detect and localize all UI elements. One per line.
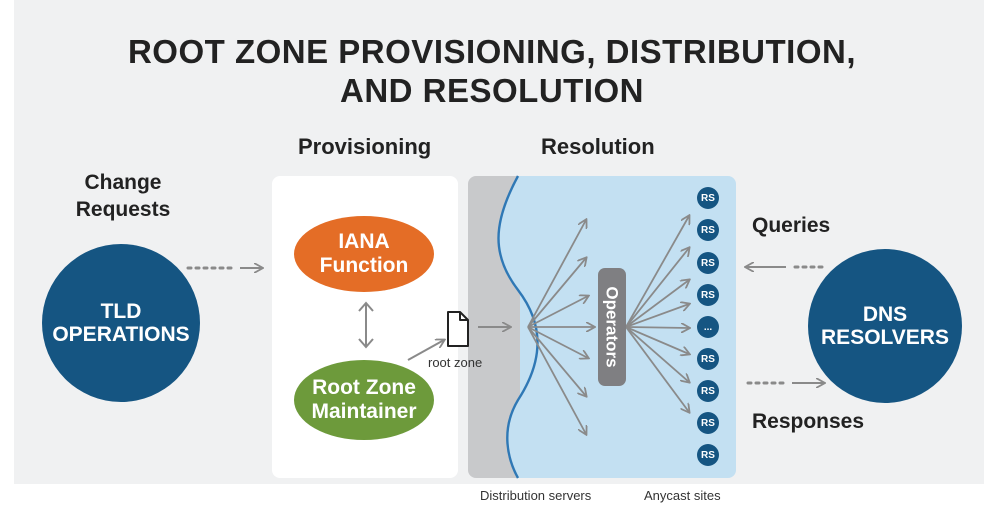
title-line-2: AND RESOLUTION: [340, 72, 644, 109]
fanout-arrow: [527, 220, 586, 328]
root-server-badge: RS: [697, 348, 719, 370]
responses-label: Responses: [752, 410, 865, 433]
fanout-arrow: [527, 326, 586, 434]
fanout-arrow: [527, 296, 588, 328]
section-heading-provisioning: Provisioning: [298, 134, 432, 159]
rs-arrow: [625, 248, 689, 328]
root-zone-maintainer-ellipse: Root Zone Maintainer: [294, 360, 434, 440]
root-zone-maintainer-line-1: Root Zone: [312, 375, 416, 399]
rs-arrow: [625, 327, 689, 328]
operator-to-rs-arrows: [625, 216, 689, 412]
root-zone-label: root zone: [428, 355, 483, 370]
fanout-arrows: [527, 220, 594, 434]
rzm-to-root-zone-arrow: [407, 340, 444, 361]
distribution-servers-label: Distribution servers: [480, 488, 592, 503]
rs-arrow: [625, 326, 689, 382]
dns-resolvers-circle: DNS RESOLVERS: [808, 249, 962, 403]
iana-function-ellipse: IANA Function: [294, 216, 434, 292]
tld-operations-line-1: TLD: [100, 299, 142, 323]
dns-resolvers-line-1: DNS: [862, 302, 908, 326]
change-requests-label-line-1: Change: [84, 171, 162, 194]
fanout-arrow: [527, 326, 586, 396]
root-server-badge: RS: [697, 380, 719, 402]
title-line-1: ROOT ZONE PROVISIONING, DISTRIBUTION,: [127, 33, 857, 70]
change-requests-label-line-2: Requests: [75, 198, 171, 221]
more-sites-badge: ...: [697, 316, 719, 338]
document-icon-fold: [459, 312, 468, 321]
fanout-arrow: [527, 258, 586, 328]
root-server-badge: RS: [697, 284, 719, 306]
iana-rzm-arrow-down: [358, 338, 374, 349]
tld-operations-circle: TLD OPERATIONS: [42, 244, 200, 402]
wave-line: [497, 175, 539, 479]
rs-arrow: [625, 326, 689, 412]
fanout-arrow: [527, 326, 588, 358]
section-heading-resolution: Resolution: [541, 134, 655, 159]
root-server-badge: RS: [697, 444, 719, 466]
wave-fill: [498, 176, 538, 478]
root-server-badge: RS: [697, 412, 719, 434]
operators-box: Operators: [598, 268, 626, 386]
anycast-sites-label: Anycast sites: [644, 488, 721, 503]
queries-label: Queries: [752, 214, 831, 237]
root-zone-maintainer-line-2: Maintainer: [311, 400, 417, 423]
tld-operations-line-2: OPERATIONS: [52, 323, 190, 346]
root-server-badge: RS: [697, 187, 719, 209]
iana-function-line-2: Function: [319, 254, 409, 277]
iana-rzm-arrow-up: [358, 301, 374, 312]
root-server-badge: RS: [697, 219, 719, 241]
rs-arrow: [625, 216, 689, 328]
rs-arrow: [625, 280, 689, 328]
document-icon: [447, 311, 469, 347]
root-server-badge: RS: [697, 252, 719, 274]
rs-arrow: [625, 326, 689, 354]
rs-arrow: [625, 304, 689, 328]
dns-resolvers-line-2: RESOLVERS: [821, 326, 949, 349]
operators-label: Operators: [603, 286, 622, 368]
iana-function-line-1: IANA: [338, 229, 390, 253]
